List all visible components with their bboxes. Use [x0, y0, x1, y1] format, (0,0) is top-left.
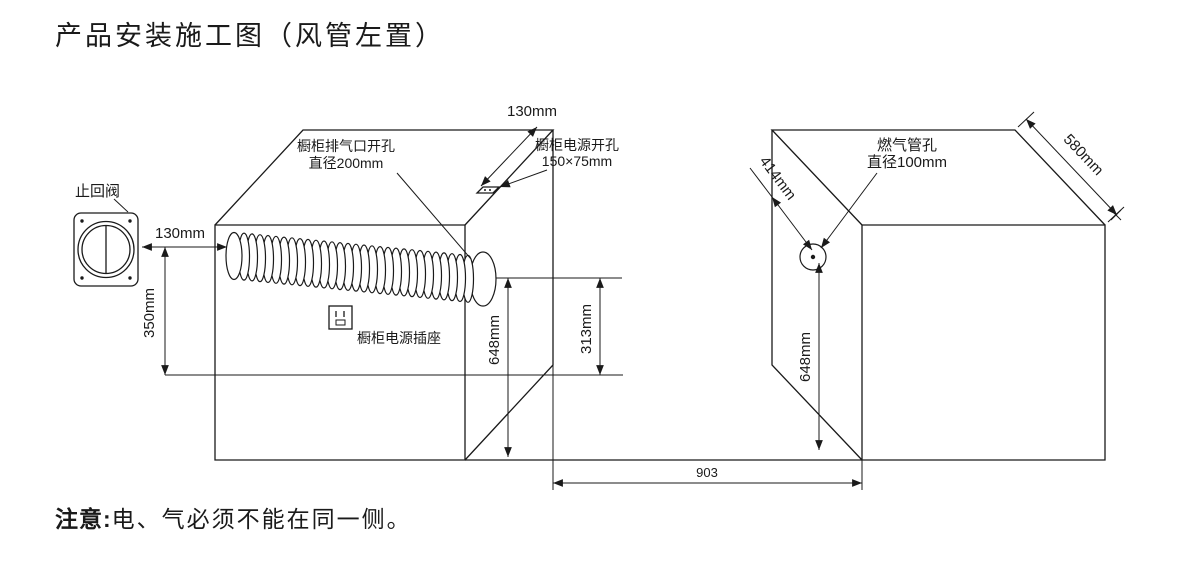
dim-gas-hole-depth: 414mm [749, 153, 813, 251]
power-socket: 橱柜电源插座 [328, 305, 441, 346]
power-hole [475, 186, 501, 194]
socket-slot [335, 319, 346, 326]
check-valve: 止回阀 [73, 183, 139, 287]
power-hole-pin [484, 189, 486, 191]
check-valve-flange [73, 212, 139, 287]
power-hole-opening [475, 186, 501, 194]
power-socket-icon [328, 305, 353, 330]
dim-text-gas-hole-depth: 414mm [756, 153, 800, 203]
exhaust-hole-label-line2: 直径200mm [309, 155, 384, 171]
note-text: 电、气必须不能在同一侧。 [111, 506, 412, 532]
page-title: 产品安装施工图（风管左置） [55, 21, 445, 51]
flexible-duct [237, 232, 475, 303]
dim-text-cabinet-gap: 903 [696, 465, 718, 480]
dim-cabinet-gap: 903 [552, 365, 863, 490]
dim-text-gas-hole-height: 648mm [797, 332, 814, 382]
check-valve-outer-disc [77, 220, 135, 279]
power-socket-label: 橱柜电源插座 [357, 330, 441, 346]
dim-power-hole-offset: 130mm [480, 103, 557, 187]
note-prefix: 注意: [55, 506, 112, 532]
gas-hole-label-line2: 直径100mm [867, 154, 947, 171]
gas-hole-label-line1: 燃气管孔 [877, 136, 937, 154]
dim-line [480, 126, 538, 187]
flange-bolt [80, 276, 84, 280]
dim-text-cabinet-depth: 580mm [1060, 131, 1107, 179]
gas-hole [799, 243, 827, 271]
dim-gas-hole-height: 648mm [797, 263, 823, 450]
flange-bolt [128, 276, 132, 280]
dim-text-exhaust-to-counter: 313mm [578, 304, 595, 354]
power-hole-leader-line [499, 169, 548, 188]
dim-text-exhaust-height: 648mm [486, 315, 503, 365]
dim-line [771, 196, 813, 251]
dim-duct-height: 350mm [141, 247, 169, 375]
dim-extension-line [749, 167, 773, 198]
left-cabinet [214, 129, 555, 461]
exhaust-hole-label-line1: 橱柜排气口开孔 [297, 138, 395, 154]
power-hole-label: 橱柜电源开孔 150×75mm [499, 137, 619, 188]
dim-exhaust-height: 648mm [486, 278, 512, 457]
duct-end-ellipse [225, 231, 243, 281]
dim-line [1025, 118, 1118, 216]
exhaust-hole-label: 橱柜排气口开孔 直径200mm [297, 138, 472, 260]
check-valve-inner-disc [81, 224, 131, 275]
dim-end-cross-tick [1110, 209, 1122, 221]
right-cabinet-front-face [861, 224, 1106, 461]
power-hole-pin [489, 189, 491, 191]
dim-valve-to-duct: 130mm [142, 225, 227, 251]
right-cabinet-top-face [770, 129, 1106, 226]
power-hole-label-line1: 橱柜电源开孔 [535, 137, 619, 153]
dim-text-power-hole-offset: 130mm [507, 103, 557, 120]
flange-bolt [80, 219, 84, 223]
dim-exhaust-to-counter: 313mm [578, 278, 604, 375]
flange-bolt [128, 219, 132, 223]
dim-cabinet-depth: 580mm [1017, 111, 1125, 223]
footer-note: 注意:电、气必须不能在同一侧。 [55, 500, 412, 534]
check-valve-leader-line [113, 198, 129, 213]
right-cabinet [770, 129, 1106, 461]
dim-text-valve-to-duct: 130mm [155, 225, 205, 242]
gas-hole-center-dot [810, 254, 816, 260]
dim-text-duct-height: 350mm [141, 288, 158, 338]
check-valve-label: 止回阀 [75, 183, 120, 200]
power-hole-label-line2: 150×75mm [542, 153, 612, 169]
gas-hole-label: 燃气管孔 直径100mm [820, 136, 947, 249]
gas-hole-leader-line [820, 172, 878, 249]
exhaust-hole-leader-line [396, 172, 472, 260]
